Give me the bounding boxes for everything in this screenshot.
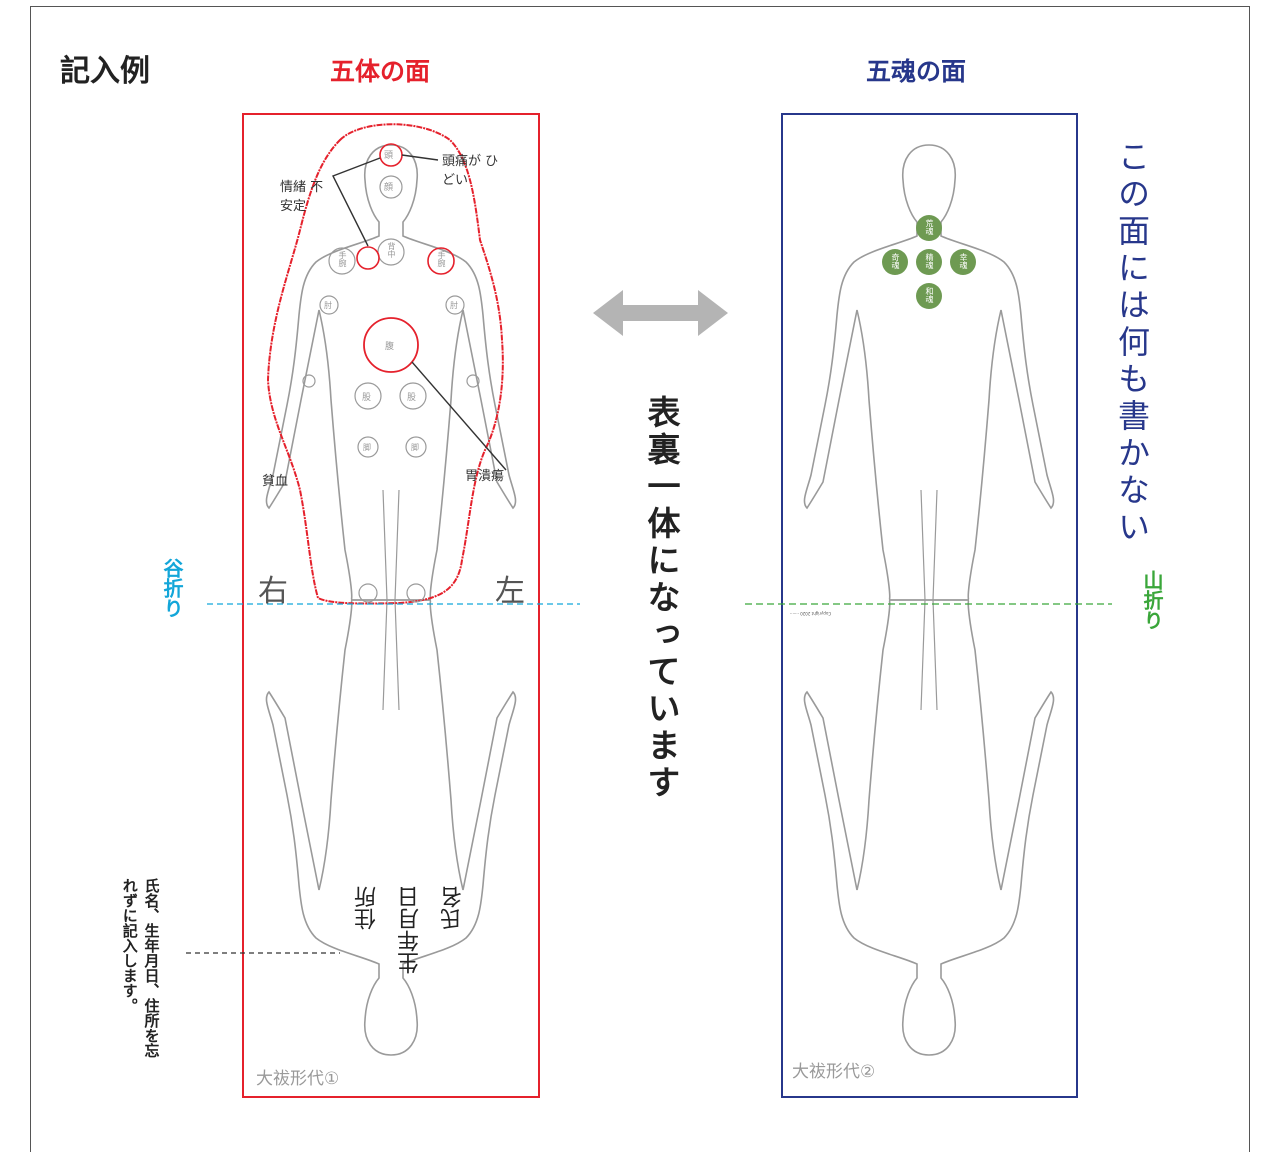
name-field-birthdate: 生年月日: [398, 886, 423, 974]
soul-left: 奇魂: [891, 253, 900, 269]
point-elbow-right: 肘: [324, 301, 332, 310]
point-elbow-left: 肘: [450, 301, 458, 310]
annotation-headache: 頭痛が ひどい: [442, 154, 499, 188]
mountain-fold-label: 山折り: [1140, 570, 1164, 630]
front-panel: [242, 113, 540, 1098]
soul-bottom: 和魂: [925, 287, 934, 303]
side-right-label: 右: [258, 574, 288, 609]
point-thigh-left: 股: [407, 393, 417, 403]
soul-center: 精魂: [925, 253, 934, 269]
point-leg-left: 脚: [411, 443, 419, 452]
point-thigh-right: 股: [362, 393, 372, 403]
page-title: 記入例: [60, 54, 150, 89]
name-field-address: 住所: [355, 886, 380, 930]
point-hand-right: 手腕: [338, 251, 347, 267]
name-note: 氏名、生年月日、住所を忘れずに記入します。: [120, 878, 161, 1058]
point-hand-left: 手腕: [437, 251, 446, 267]
name-field-name: 氏名: [441, 886, 466, 930]
back-heading: 五魂の面: [866, 57, 967, 86]
point-face: 顔: [384, 183, 394, 193]
point-leg-right: 脚: [363, 443, 371, 452]
back-tag: 大祓形代②: [792, 1062, 876, 1082]
point-belly: 腹: [385, 342, 395, 352]
annotation-ulcer: 胃潰瘍: [465, 469, 505, 484]
back-instruction: この面には何も書かない: [1113, 140, 1151, 547]
soul-right: 幸魂: [959, 253, 968, 269]
point-back: 背中: [387, 242, 396, 258]
center-caption: 表裏一体になっています: [642, 395, 681, 802]
soul-top: 荒魂: [925, 219, 934, 235]
annotation-emotion: 情緒 不安定: [280, 180, 324, 214]
point-head: 頭: [384, 151, 394, 161]
back-panel: [781, 113, 1078, 1098]
annotation-anemia: 貧血: [262, 474, 289, 489]
name-fields: 氏名 生年月日 住所: [350, 880, 472, 974]
valley-fold-label: 谷折り: [160, 558, 184, 618]
side-left-label: 左: [495, 574, 525, 609]
outer-frame: [30, 6, 1250, 1152]
front-heading: 五体の面: [330, 57, 431, 86]
front-tag: 大祓形代①: [256, 1069, 340, 1089]
copyright-text: Copyright 2020 ·······: [790, 611, 832, 616]
